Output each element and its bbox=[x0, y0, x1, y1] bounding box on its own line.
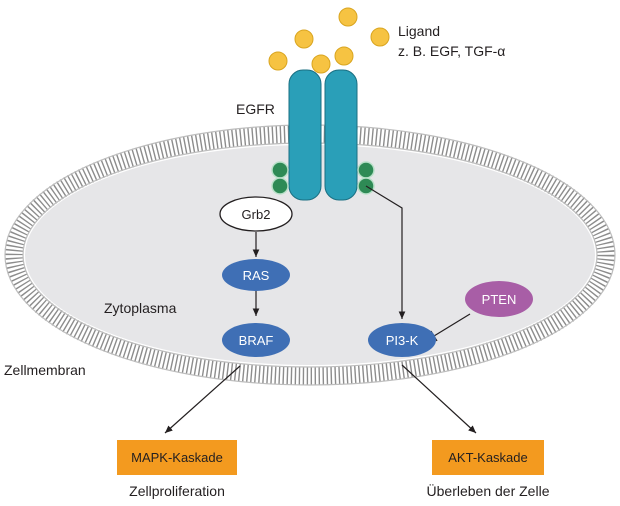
node-braf: BRAF bbox=[222, 323, 290, 357]
ligand-dot bbox=[311, 54, 331, 74]
pi3k-label: PI3-K bbox=[386, 333, 419, 348]
membrane-label: Zellmembran bbox=[4, 362, 86, 378]
phospho-dot bbox=[271, 161, 289, 179]
pten-inhibition-line bbox=[433, 313, 471, 337]
mapk-label: MAPK-Kaskade bbox=[131, 450, 223, 465]
ligand-group bbox=[268, 7, 390, 74]
ligand-dot bbox=[294, 29, 314, 49]
mapk-box bbox=[117, 440, 237, 475]
ligand-dot bbox=[334, 46, 354, 66]
ras-label: RAS bbox=[243, 268, 270, 283]
phospho-dot bbox=[357, 161, 375, 179]
receptor-right-chain bbox=[324, 69, 358, 201]
node-grb2: Grb2 bbox=[219, 196, 293, 232]
braf-label: BRAF bbox=[239, 333, 274, 348]
akt-label: AKT-Kaskade bbox=[448, 450, 528, 465]
mapk-outcome-label: Zellproliferation bbox=[129, 483, 225, 499]
node-ras: RAS bbox=[222, 259, 290, 291]
akt-outcome-label: Überleben der Zelle bbox=[427, 482, 550, 499]
phosphorylation-sites bbox=[271, 161, 375, 195]
node-pten: PTEN bbox=[465, 281, 533, 317]
output-mapk: MAPK-Kaskade bbox=[117, 440, 237, 475]
node-pi3k: PI3-K bbox=[368, 323, 436, 357]
phospho-dot bbox=[271, 177, 289, 195]
arrow-braf-to-mapk bbox=[164, 365, 241, 434]
ligand-dot bbox=[370, 27, 390, 47]
pten-label: PTEN bbox=[482, 292, 517, 307]
cytoplasm-label: Zytoplasma bbox=[104, 300, 177, 316]
output-akt: AKT-Kaskade bbox=[432, 440, 544, 475]
cytoplasm-area bbox=[25, 145, 595, 365]
egfr-receptor bbox=[288, 69, 358, 201]
egfr-label: EGFR bbox=[236, 101, 275, 117]
arrow-pi3k-to-akt bbox=[401, 364, 477, 434]
ligand-dot bbox=[268, 51, 288, 71]
receptor-left-chain bbox=[288, 69, 322, 201]
ligand-label: Ligand bbox=[398, 23, 440, 39]
ligand-examples-label: z. B. EGF, TGF-α bbox=[398, 43, 505, 59]
arrow-egfr-to-pi3k bbox=[365, 185, 406, 319]
grb2-label: Grb2 bbox=[242, 207, 271, 222]
ligand-dot bbox=[338, 7, 358, 27]
akt-box bbox=[432, 440, 544, 475]
